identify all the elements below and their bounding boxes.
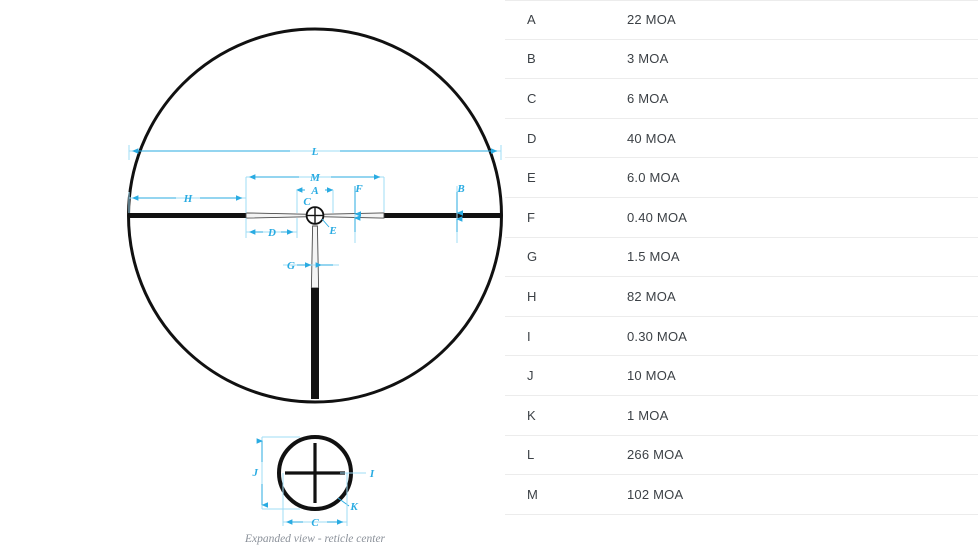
spec-key: I xyxy=(527,328,531,344)
dimension-L: L xyxy=(128,145,502,160)
spec-key: F xyxy=(527,209,536,225)
reticle-right-thin-taper xyxy=(319,212,385,219)
spec-value: 3 MOA xyxy=(627,51,669,67)
table-row: H 82 MOA xyxy=(505,277,978,317)
dimension-label-I: I xyxy=(369,468,375,480)
table-row: K 1 MOA xyxy=(505,396,978,436)
spec-value: 10 MOA xyxy=(627,368,676,384)
spec-key: D xyxy=(527,130,537,146)
table-row: J 10 MOA xyxy=(505,356,978,396)
dimension-K: K xyxy=(337,497,358,513)
spec-value: 82 MOA xyxy=(627,288,676,304)
spec-value: 0.40 MOA xyxy=(627,209,688,225)
reticle-bottom-thick-post xyxy=(311,288,319,399)
dimension-label-B: B xyxy=(456,183,464,195)
spec-key: B xyxy=(527,51,536,67)
table-row: F 0.40 MOA xyxy=(505,198,978,238)
spec-key: E xyxy=(527,170,536,186)
dimension-B: B xyxy=(456,183,465,243)
dimension-I: I xyxy=(340,468,375,480)
dimension-label-M: M xyxy=(309,172,321,184)
table-row: G 1.5 MOA xyxy=(505,238,978,278)
reticle-left-thick-post xyxy=(129,213,246,218)
spec-value: 0.30 MOA xyxy=(627,328,688,344)
reticle-right-thick-post xyxy=(384,213,501,218)
table-row: I 0.30 MOA xyxy=(505,317,978,357)
dimension-A: A xyxy=(296,185,334,213)
dimension-C-expanded: C xyxy=(282,473,348,529)
expanded-view-caption: Expanded view - reticle center xyxy=(244,533,386,545)
spec-value: 6 MOA xyxy=(627,90,669,106)
spec-value: 1 MOA xyxy=(627,407,669,423)
spec-key: A xyxy=(527,12,536,28)
expanded-reticle-center-view: J I K C xyxy=(244,435,386,545)
dimension-label-G: G xyxy=(287,260,295,272)
dimension-label-A: A xyxy=(310,185,318,197)
spec-value: 40 MOA xyxy=(627,130,676,146)
reticle-bottom-thin-taper xyxy=(310,225,320,289)
spec-value: 6.0 MOA xyxy=(627,170,680,186)
spec-key: L xyxy=(527,447,535,463)
table-row: L 266 MOA xyxy=(505,436,978,476)
spec-key: C xyxy=(527,90,537,106)
dimension-label-E: E xyxy=(328,225,336,237)
dimension-label-K: K xyxy=(349,501,358,513)
dimension-F: F xyxy=(354,183,363,243)
reticle-left-thin-taper xyxy=(245,212,311,219)
table-row: D 40 MOA xyxy=(505,119,978,159)
dimension-E: E xyxy=(321,218,337,237)
table-row: M 102 MOA xyxy=(505,475,978,515)
reticle-diagram-panel: L M A C xyxy=(127,27,503,545)
dimension-G: G xyxy=(283,260,339,272)
dimension-label-H: H xyxy=(183,193,193,205)
spec-key: K xyxy=(527,407,536,423)
dimension-H: H xyxy=(128,192,247,213)
spec-key: M xyxy=(527,486,539,502)
reticle-spec-table: A 22 MOA B 3 MOA C 6 MOA D 40 MOA E 6.0 MOA F 0.40 … xyxy=(505,0,978,550)
dimension-C: C xyxy=(303,196,311,208)
dimension-label-J: J xyxy=(252,467,259,479)
reticle-crosshair xyxy=(129,206,501,399)
spec-key: G xyxy=(527,249,538,265)
dimension-label-C-expanded: C xyxy=(311,517,319,529)
dimension-label-C: C xyxy=(303,196,311,208)
spec-value: 102 MOA xyxy=(627,486,684,502)
dimension-J: J xyxy=(252,436,300,510)
spec-value: 22 MOA xyxy=(627,12,676,28)
table-row: B 3 MOA xyxy=(505,40,978,80)
dimension-label-F: F xyxy=(354,183,363,195)
spec-value: 1.5 MOA xyxy=(627,249,680,265)
table-row: C 6 MOA xyxy=(505,79,978,119)
table-row: A 22 MOA xyxy=(505,0,978,40)
dimension-D: D xyxy=(245,218,298,239)
spec-key: J xyxy=(527,368,534,384)
reticle-diagram: L M A C xyxy=(127,27,503,545)
table-row: E 6.0 MOA xyxy=(505,158,978,198)
spec-key: H xyxy=(527,288,537,304)
dimension-label-L: L xyxy=(311,146,319,158)
dimension-label-D: D xyxy=(267,227,276,239)
spec-value: 266 MOA xyxy=(627,447,684,463)
